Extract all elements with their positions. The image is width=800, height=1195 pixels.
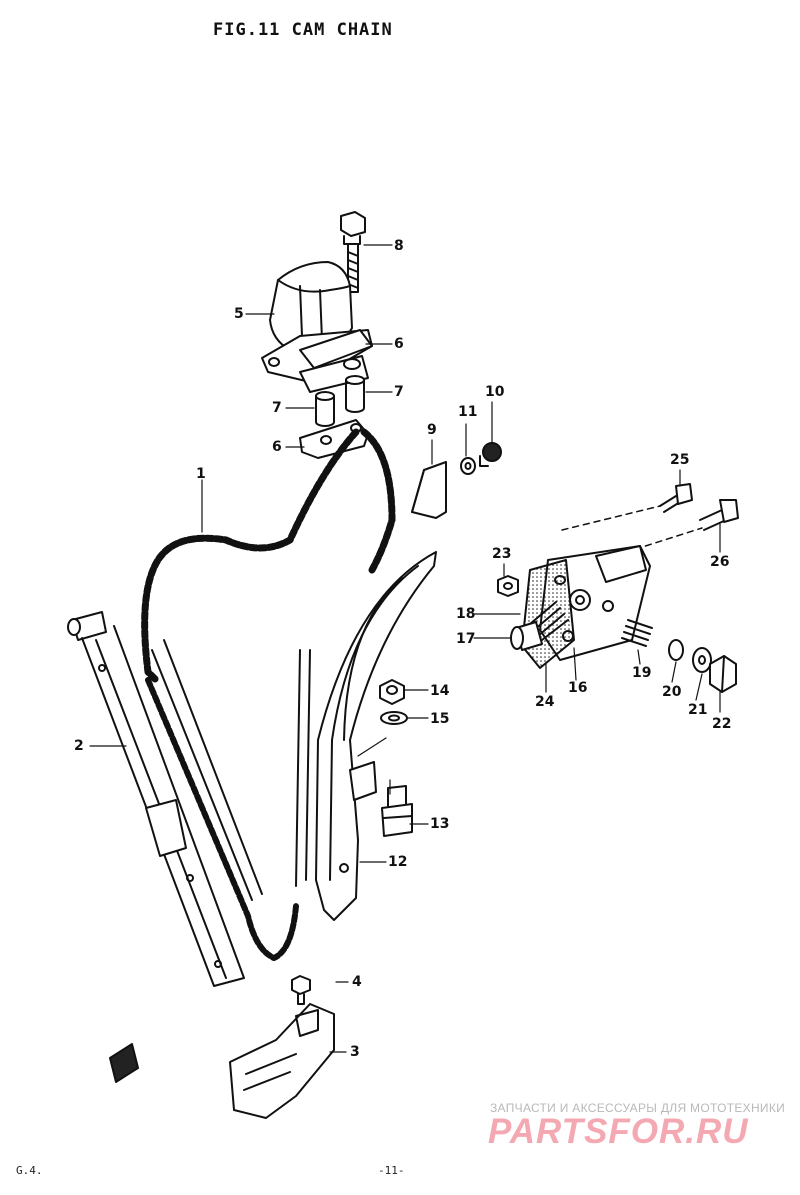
- spring-part-18: [529, 601, 569, 641]
- callout-3: 3: [350, 1044, 360, 1060]
- callout-8: 8: [394, 238, 404, 254]
- watermark-tagline: ЗАПЧАСТИ И АКСЕССУАРЫ ДЛЯ МОТОТЕХНИКИ: [490, 1101, 786, 1115]
- nut-part-23: [497, 575, 519, 597]
- lower-guide-part-3: [229, 1003, 335, 1119]
- page-number: -11-: [378, 1164, 405, 1177]
- bolt-part-8: [340, 211, 366, 293]
- callout-7-right: 7: [394, 384, 404, 400]
- callout-11: 11: [458, 404, 478, 420]
- front-arrow-icon: [109, 1043, 139, 1083]
- callout-19: 19: [632, 665, 652, 681]
- callout-18: 18: [456, 606, 476, 622]
- figure-title: FIG.11 CAM CHAIN: [213, 20, 393, 40]
- washer-part-11: [460, 457, 476, 475]
- callout-1: 1: [196, 466, 206, 482]
- callout-16: 16: [568, 680, 588, 696]
- bolt-part-26: [699, 499, 739, 531]
- callout-2: 2: [74, 738, 84, 754]
- callout-13: 13: [430, 816, 450, 832]
- callout-6-lower: 6: [272, 439, 282, 455]
- rear-guide-part-2: [67, 611, 245, 987]
- bolt-part-10: [479, 442, 502, 467]
- oring-part-20: [668, 639, 684, 661]
- callout-20: 20: [662, 684, 682, 700]
- callout-14: 14: [430, 683, 450, 699]
- cap-nut-part-22: [709, 655, 737, 693]
- callout-10: 10: [485, 384, 505, 400]
- washer-part-21: [692, 647, 712, 673]
- front-guide-part-12: [315, 551, 437, 921]
- nut-part-14: [379, 679, 405, 705]
- plate-part-6: [299, 329, 373, 459]
- spring-part-19: [621, 619, 653, 647]
- cam-chain-part-1: [141, 428, 396, 961]
- callout-4: 4: [352, 974, 362, 990]
- callout-6-upper: 6: [394, 336, 404, 352]
- callout-9: 9: [427, 422, 437, 438]
- callout-5: 5: [234, 306, 244, 322]
- callout-7-left: 7: [272, 400, 282, 416]
- callout-23: 23: [492, 546, 512, 562]
- leader-lines: [89, 244, 721, 1053]
- callout-22: 22: [712, 716, 732, 732]
- callout-17: 17: [456, 631, 476, 647]
- callout-12: 12: [388, 854, 408, 870]
- bolt-part-25: [659, 483, 693, 513]
- screw-part-4: [291, 975, 311, 1005]
- callout-15: 15: [430, 711, 450, 727]
- callout-25: 25: [670, 452, 690, 468]
- pushrod-part-17: [510, 621, 543, 651]
- spacer-part-7: [315, 375, 365, 427]
- damper-part-9: [411, 461, 447, 519]
- callout-21: 21: [688, 702, 708, 718]
- callout-24: 24: [535, 694, 555, 710]
- washer-part-15: [380, 711, 408, 725]
- watermark-logo: PARTSFOR.RU: [488, 1112, 749, 1151]
- footer-code: G.4.: [16, 1164, 43, 1177]
- callout-26: 26: [710, 554, 730, 570]
- bolt-part-13: [381, 785, 413, 837]
